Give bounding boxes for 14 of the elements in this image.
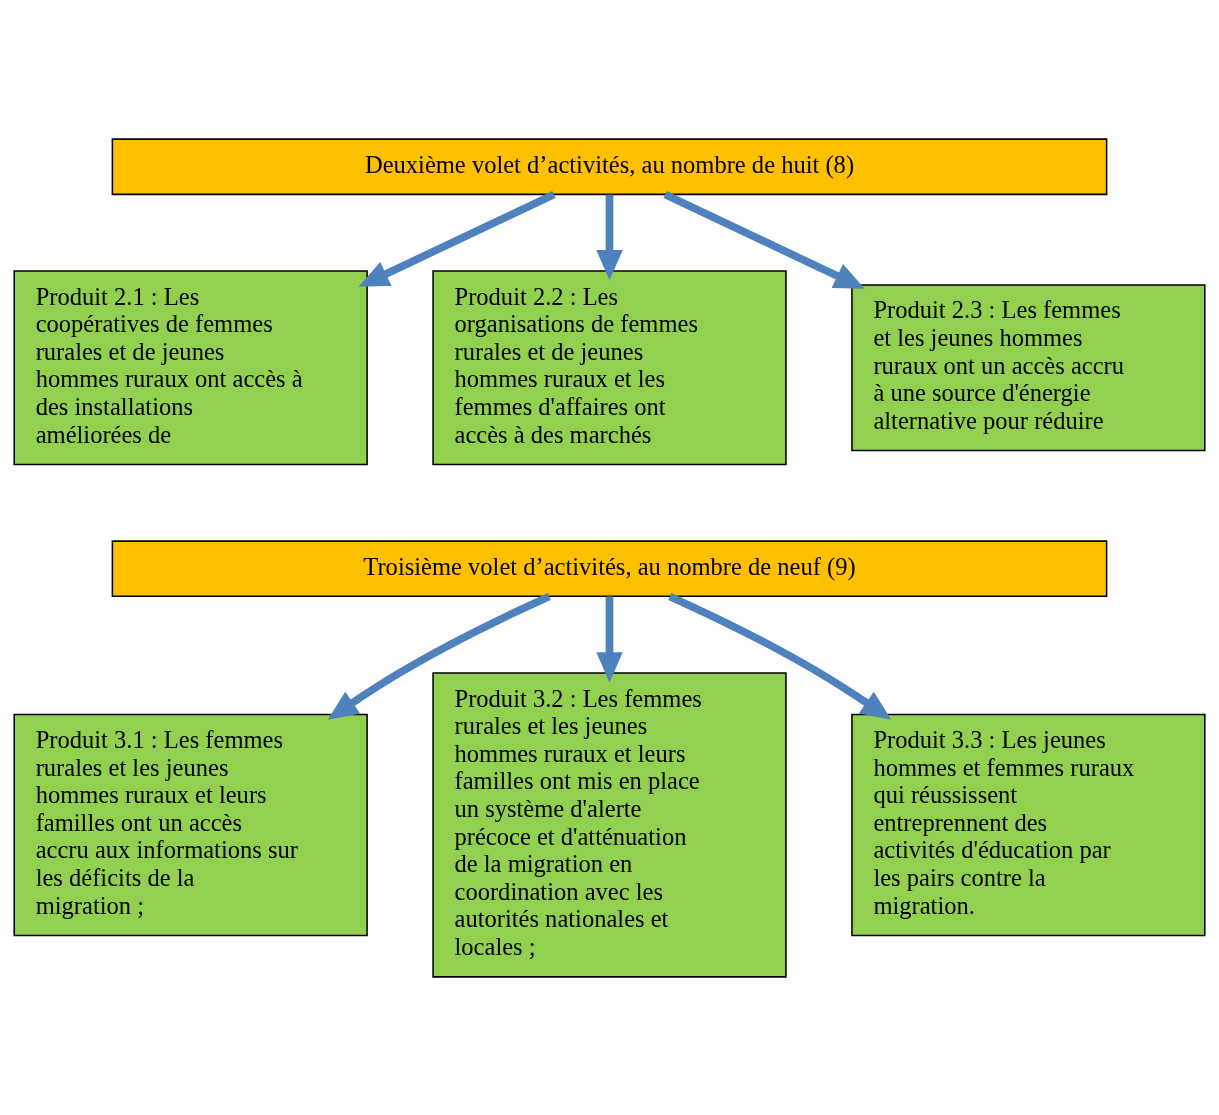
node-box: Produit 3.1 : Les femmes rurales et les jeunes hommes ruraux et leurs familles ont un accès accru aux informations sur les déficits de la migration ; xyxy=(13,713,368,936)
node-box: Produit 3.3 : Les jeunes hommes et femmes ruraux qui réussissent entreprennent des activités d'éducation par les pairs contre la migration. xyxy=(851,713,1206,936)
arrow xyxy=(596,595,623,683)
node-box: Produit 2.3 : Les femmes et les jeunes hommes ruraux ont un accès accru à une source d'énergie alternative pour réduire xyxy=(851,283,1206,451)
arrow xyxy=(663,190,865,289)
arrow xyxy=(358,190,556,287)
node-box: Produit 2.2 : Les organisations de femmes rurales et de jeunes hommes ruraux et les femmes d'affaires ont accès à des marchés xyxy=(432,269,787,465)
node-box: Troisième volet d’activités, au nombre de neuf (9) xyxy=(111,539,1108,597)
arrow xyxy=(596,194,623,280)
arrow xyxy=(668,592,892,720)
node-box: Produit 3.2 : Les femmes rurales et les jeunes hommes ruraux et leurs familles ont mis en place un système d'alerte précoce et d'atténuation de la migration en coordination avec les autorités nationales et locales ; xyxy=(432,671,787,978)
node-box: Deuxième volet d’activités, au nombre de huit (8) xyxy=(111,137,1108,195)
node-box: Produit 2.1 : Les coopératives de femmes rurales et de jeunes hommes ruraux ont accès à des installations améliorées de xyxy=(13,269,368,465)
arrow xyxy=(327,592,551,720)
